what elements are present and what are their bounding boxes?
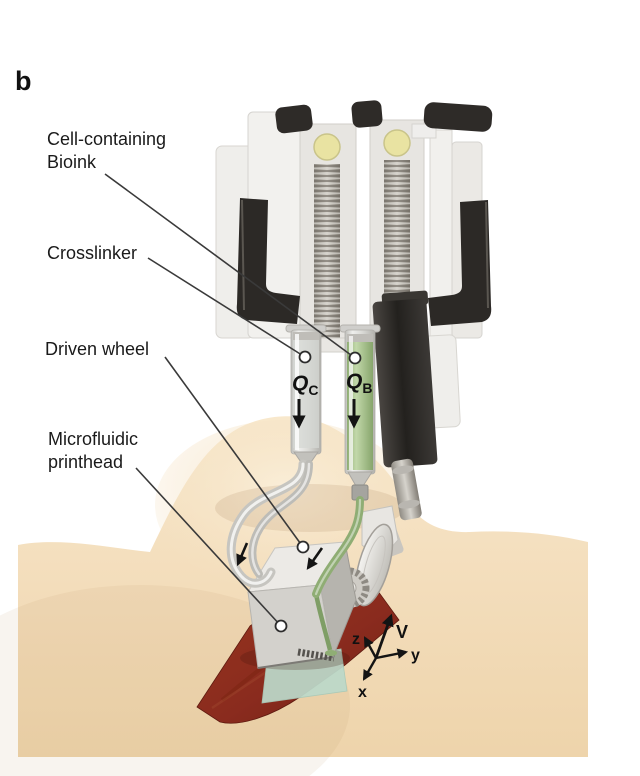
plunger-disc [293,332,319,340]
flow-rate-label-bioink: QB [346,370,372,396]
plunger-disc [347,334,373,342]
extruded-bioink [325,650,337,656]
annotation-printhead-line1: Microfluidic [48,429,139,449]
leader-printhead [135,467,282,627]
bioink-tube [312,496,364,598]
coordinate-system [362,613,409,681]
annotation-driven-wheel: Driven wheel [45,338,149,361]
top-cap-middle [351,100,383,128]
y-axis-arrow [375,648,409,660]
leader-dot-driven-wheel [296,540,310,554]
annotation-bioink-line2: Bioink [47,152,97,173]
crosslinker-tube-highlight [229,462,305,585]
crosslinker-tube-strand2-highlight [251,462,311,576]
barrel-highlight [295,334,299,450]
motor-coupler-right [383,129,411,157]
z-axis-arrow [363,636,378,659]
annotation-driven-wheel-text: Driven wheel [45,339,150,359]
top-cap-left [275,104,313,134]
lead-screw-left [314,164,340,340]
tube-flow-arrow-right [306,547,324,570]
clamp-left-highlight [241,199,245,311]
bioink-syringe [339,324,381,501]
leader-lines [104,173,362,633]
z-axis-label: z [352,631,360,648]
leader-bioink [104,173,356,359]
annotation-bioink-line1: Cell-containing [47,129,167,149]
annotation-printhead: Microfluidic printhead [48,428,138,474]
drive-cylinder [391,458,422,521]
crosslinker-syringe [285,324,327,466]
velocity-label: V [396,622,408,642]
annotation-crosslinker: Crosslinker [47,242,137,265]
panel-label: b [15,66,32,96]
tubing [226,459,364,598]
x-axis-arrow [362,657,378,681]
annotation-crosslinker-text: Crosslinker [47,243,138,263]
nozzle-array [297,648,335,662]
bioink-tube-highlight [314,498,362,596]
motor-coupler-left [313,133,341,161]
top-bar-right [423,102,493,132]
clamp-right [428,200,492,326]
stepper-motor [372,298,438,468]
leader-crosslinker [147,257,306,358]
barrel-highlight [349,336,353,470]
y-axis-label: y [411,647,420,664]
syringe-pump-assembly [215,100,493,557]
leader-dot-printhead [274,619,288,633]
annotation-printhead-line2: printhead [48,452,124,473]
clamp-right-highlight [485,201,489,309]
velocity-vector-arrow [374,613,394,659]
x-axis-label: x [358,684,367,701]
internal-channel [313,593,333,651]
leader-driven-wheel [164,356,304,548]
annotation-bioink: Cell-containing Bioink [47,128,166,174]
flow-arrows [236,399,361,570]
flow-rate-label-crosslinker: QC [292,372,318,398]
clamp-left [236,198,300,324]
leader-dot-bioink [348,351,362,365]
leader-dot-crosslinker [298,350,312,364]
tube-flow-arrow-left [236,542,249,567]
stepper-motor-assembly [372,290,461,557]
